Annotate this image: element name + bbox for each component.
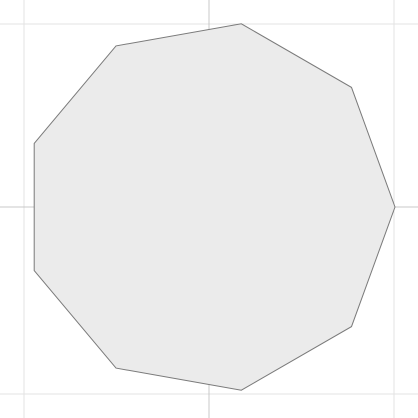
nonagon-shape xyxy=(33,23,396,391)
